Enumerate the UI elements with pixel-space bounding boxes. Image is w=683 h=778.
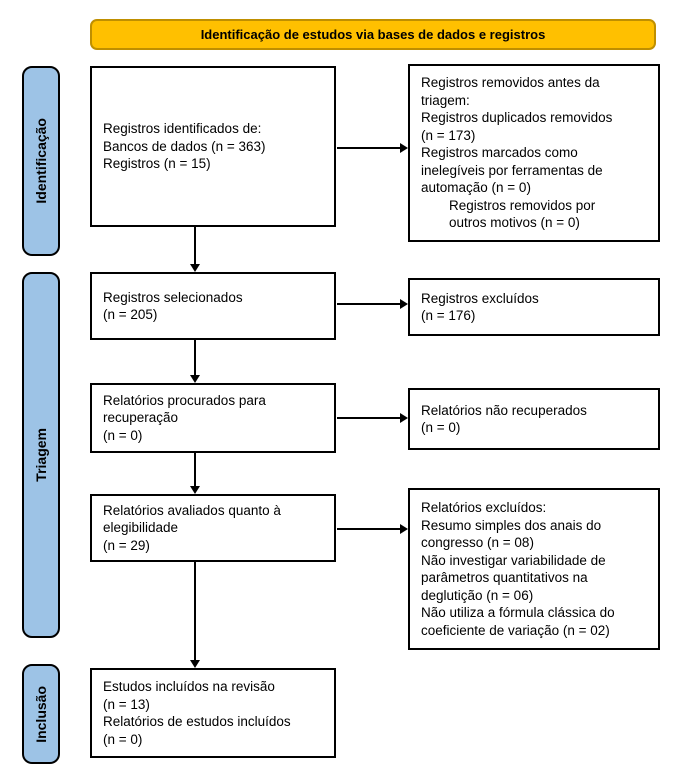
box-reports-excluded: Relatórios excluídos: Resumo simples dos… xyxy=(408,488,660,650)
box-line: Registros marcados como xyxy=(421,145,578,161)
box-line: Registros duplicados removidos xyxy=(421,110,613,126)
arrow-sought-to-assessed xyxy=(190,453,200,494)
box-records-identified: Registros identificados de: Bancos de da… xyxy=(90,66,336,227)
stage-screening: Triagem xyxy=(22,272,60,638)
arrow-screened-to-excluded xyxy=(337,299,408,309)
box-line: Não utiliza a fórmula clássica do xyxy=(421,605,615,620)
box-line: deglutição (n = 06) xyxy=(421,587,534,603)
box-records-screened: Registros selecionados (n = 205) xyxy=(90,272,336,340)
arrow-assessed-to-reports-excluded xyxy=(337,524,408,534)
box-line: (n = 0) xyxy=(421,420,461,435)
stage-identification-label: Identificação xyxy=(33,118,49,204)
box-records-removed-before-screening: Registros removidos antes da triagem: Re… xyxy=(408,64,660,242)
banner-label: Identificação de estudos via bases de da… xyxy=(200,27,546,42)
arrow-identified-to-removed xyxy=(337,143,408,153)
box-line: (n = 0) xyxy=(103,731,143,747)
box-line: (n = 0) xyxy=(103,427,143,443)
box-line: Registros (n = 15) xyxy=(103,156,211,172)
banner: Identificação de estudos via bases de da… xyxy=(90,19,656,50)
box-line: coeficiente de variação (n = 02) xyxy=(421,622,610,638)
box-line: Relatórios de estudos incluídos xyxy=(103,714,291,729)
box-line: recuperação xyxy=(103,410,179,426)
stage-inclusion-label: Inclusão xyxy=(33,685,49,743)
box-line: Bancos de dados (n = 363) xyxy=(103,138,266,154)
box-reports-assessed: Relatórios avaliados quanto à elegibilid… xyxy=(90,494,336,562)
stage-identification: Identificação xyxy=(22,66,60,256)
box-line: automação (n = 0) xyxy=(421,180,531,196)
box-line: outros motivos (n = 0) xyxy=(449,215,580,231)
arrow-assessed-to-included xyxy=(190,562,200,668)
box-line: Estudos incluídos na revisão xyxy=(103,679,275,694)
arrow-sought-to-not-retrieved xyxy=(337,413,408,423)
box-line: Não investigar variabilidade de xyxy=(421,552,606,568)
box-line: Relatórios excluídos: xyxy=(421,500,547,515)
stage-screening-label: Triagem xyxy=(33,428,49,482)
box-line: Relatórios avaliados quanto à xyxy=(103,502,281,518)
box-records-excluded: Registros excluídos (n = 176) xyxy=(408,278,660,336)
stage-inclusion: Inclusão xyxy=(22,664,60,764)
box-reports-not-retrieved: Relatórios não recuperados (n = 0) xyxy=(408,388,660,450)
box-line: inelegíveis por ferramentas de xyxy=(421,162,603,178)
arrow-identified-to-screened xyxy=(190,227,200,272)
box-line: elegibilidade xyxy=(103,520,179,536)
box-line: (n = 205) xyxy=(103,307,158,322)
box-line: (n = 173) xyxy=(421,127,476,143)
box-line: Resumo simples dos anais do xyxy=(421,517,602,533)
box-line: (n = 29) xyxy=(103,537,150,553)
box-line: (n = 13) xyxy=(103,696,150,712)
arrow-screened-to-sought xyxy=(190,340,200,383)
box-line: congresso (n = 08) xyxy=(421,535,534,550)
box-line: Registros excluídos xyxy=(421,290,539,306)
box-line: (n = 176) xyxy=(421,308,476,323)
box-line: Relatórios procurados para xyxy=(103,392,266,408)
box-line: parâmetros quantitativos na xyxy=(421,570,588,585)
box-studies-included: Estudos incluídos na revisão (n = 13) Re… xyxy=(90,668,336,758)
box-line: Registros removidos antes da xyxy=(421,75,600,91)
box-line: Registros identificados de: xyxy=(103,121,262,137)
box-line: Registros removidos por xyxy=(449,197,596,213)
box-line: Registros selecionados xyxy=(103,289,243,305)
box-line: Relatórios não recuperados xyxy=(421,402,587,418)
box-line: triagem: xyxy=(421,92,470,108)
box-reports-sought: Relatórios procurados para recuperação (… xyxy=(90,383,336,453)
